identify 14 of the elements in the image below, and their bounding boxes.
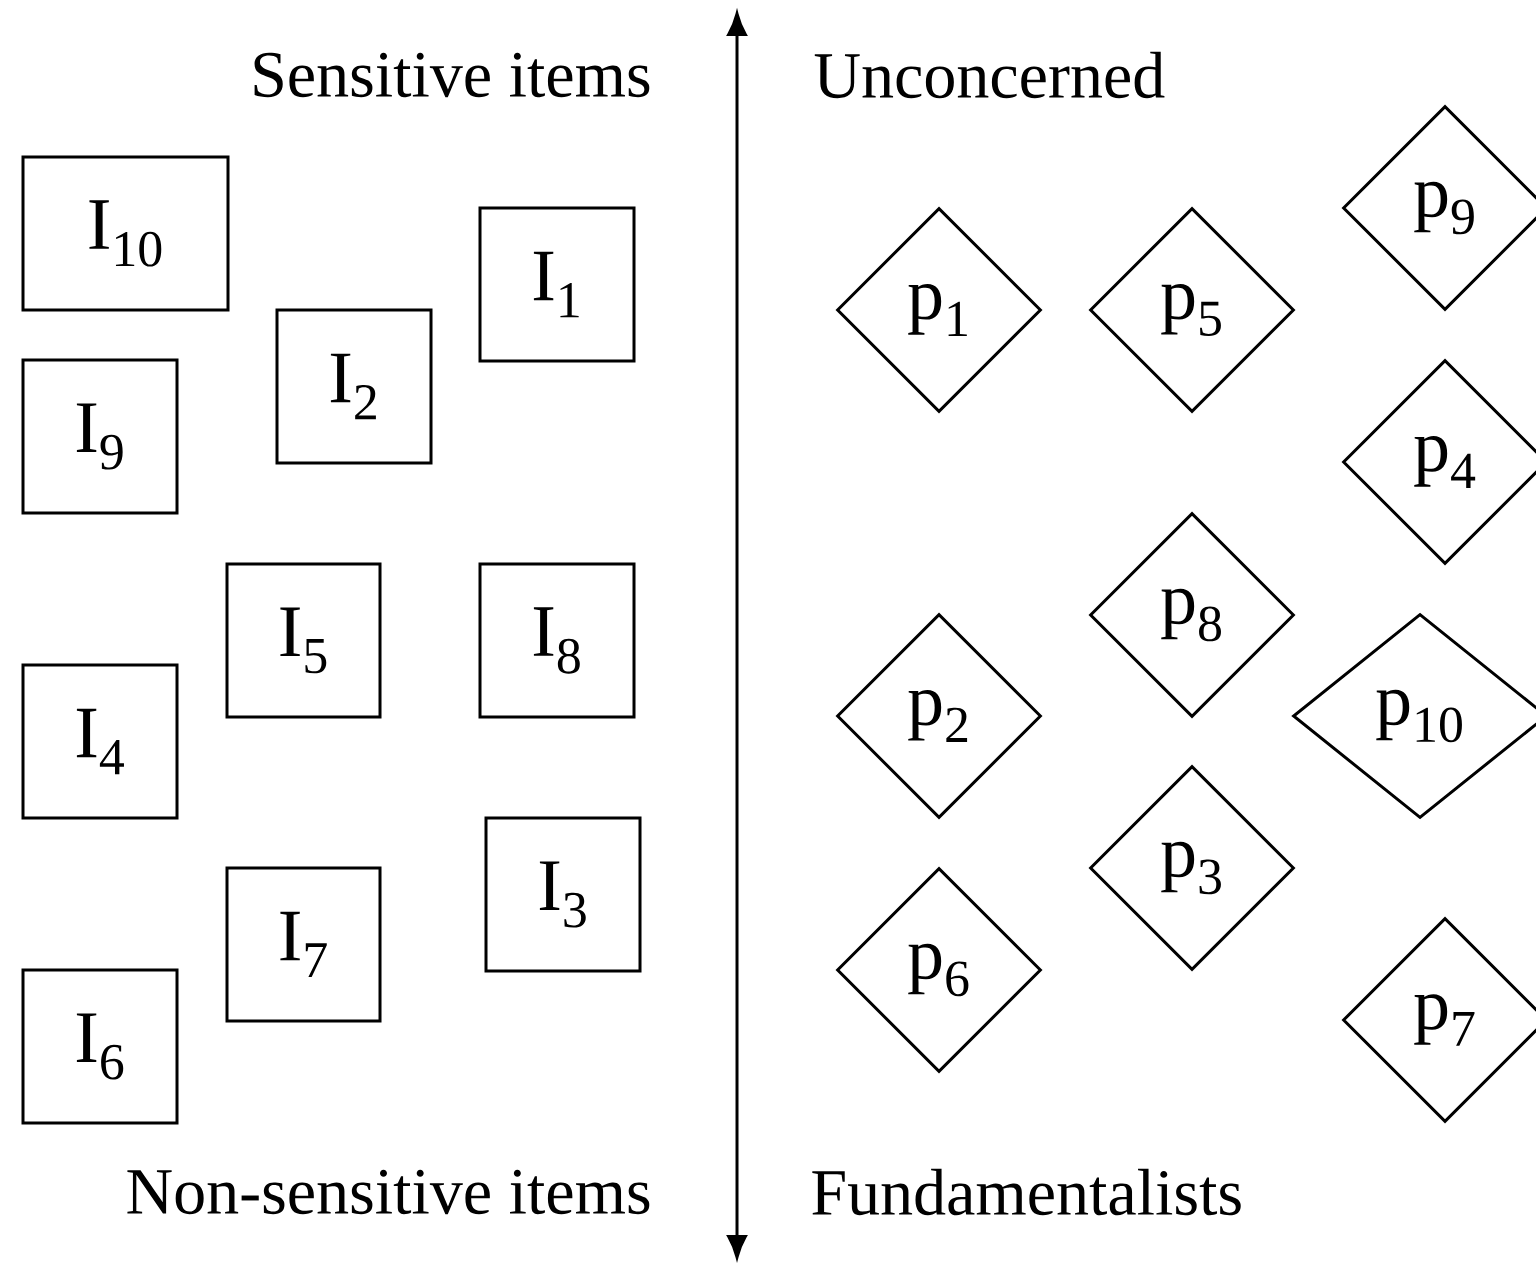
axis-label: Fundamentalists <box>812 1168 1241 1216</box>
box: I$_{3}$ <box>484 816 642 973</box>
box: I$_{5}$ <box>225 562 382 719</box>
box: I$_{4}$ <box>21 663 179 820</box>
box: I$_{2}$ <box>275 308 433 465</box>
box: I$_{7}$ <box>225 866 382 1023</box>
axis-label: Unconcerned <box>814 51 1165 99</box>
box: I$_{6}$ <box>21 968 179 1125</box>
box: I$_{1}$ <box>478 206 636 363</box>
box: I$_{10}$ <box>21 155 230 312</box>
box: I$_{8}$ <box>478 562 636 719</box>
axis-label: Non-sensitive items <box>127 1169 650 1215</box>
box: I$_{9}$ <box>21 358 179 515</box>
axis-label: Sensitive items <box>254 52 650 98</box>
